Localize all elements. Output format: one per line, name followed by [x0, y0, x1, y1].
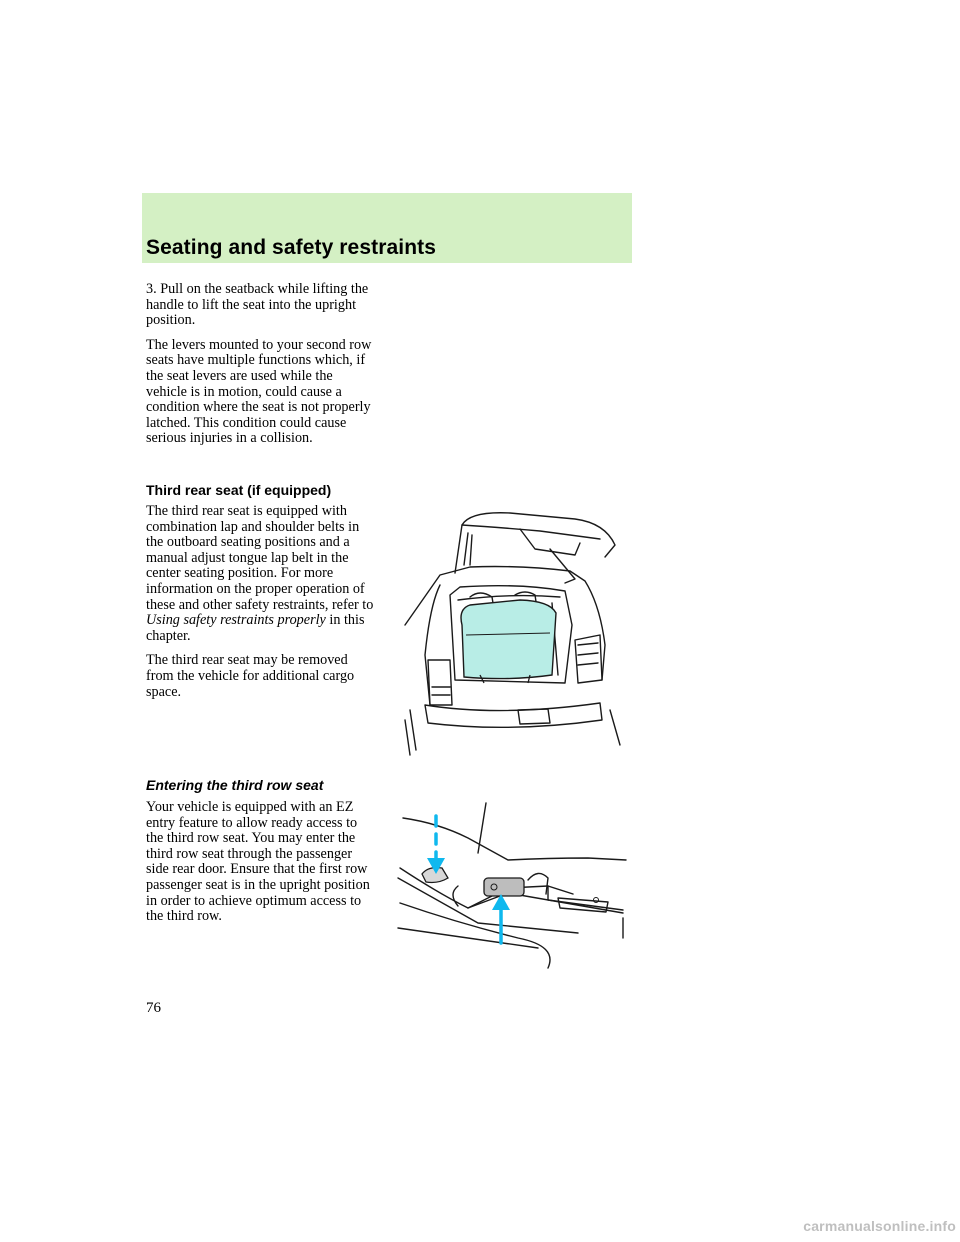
page-number: 76 [146, 1000, 161, 1016]
paragraph-step-3: 3. Pull on the seatback while lifting th… [146, 281, 369, 329]
cross-reference: Using safety restraints properly [146, 612, 326, 629]
section-title: Seating and safety restraints [146, 236, 436, 259]
intro-text: 3. Pull on the seatback while lifting th… [146, 281, 376, 456]
paragraph-ez-entry: Your vehicle is equipped with an EZ entr… [146, 799, 370, 925]
paragraph-lever-warning: The levers mounted to your second row se… [146, 336, 372, 447]
paragraph-removable-seat: The third rear seat may be removed from … [146, 652, 355, 700]
third-row-seat-illustration [404, 512, 621, 756]
third-rear-seat-text: The third rear seat is equipped with com… [146, 503, 376, 709]
entering-third-row-text: Your vehicle is equipped with an EZ entr… [146, 799, 376, 934]
header-band [142, 193, 632, 263]
paragraph-third-seat-belts-end: in this chapter. [146, 612, 365, 644]
paragraph-third-seat-belts: The third rear seat is equipped with com… [146, 503, 376, 644]
heading-third-rear-seat: Third rear seat (if equipped) [146, 482, 332, 498]
paragraph-third-seat-belts-text: The third rear seat is equipped with com… [146, 503, 374, 613]
ez-entry-lever-illustration [397, 802, 627, 969]
watermark: carmanualsonline.info [803, 1218, 956, 1234]
heading-entering-third-row: Entering the third row seat [146, 777, 324, 793]
